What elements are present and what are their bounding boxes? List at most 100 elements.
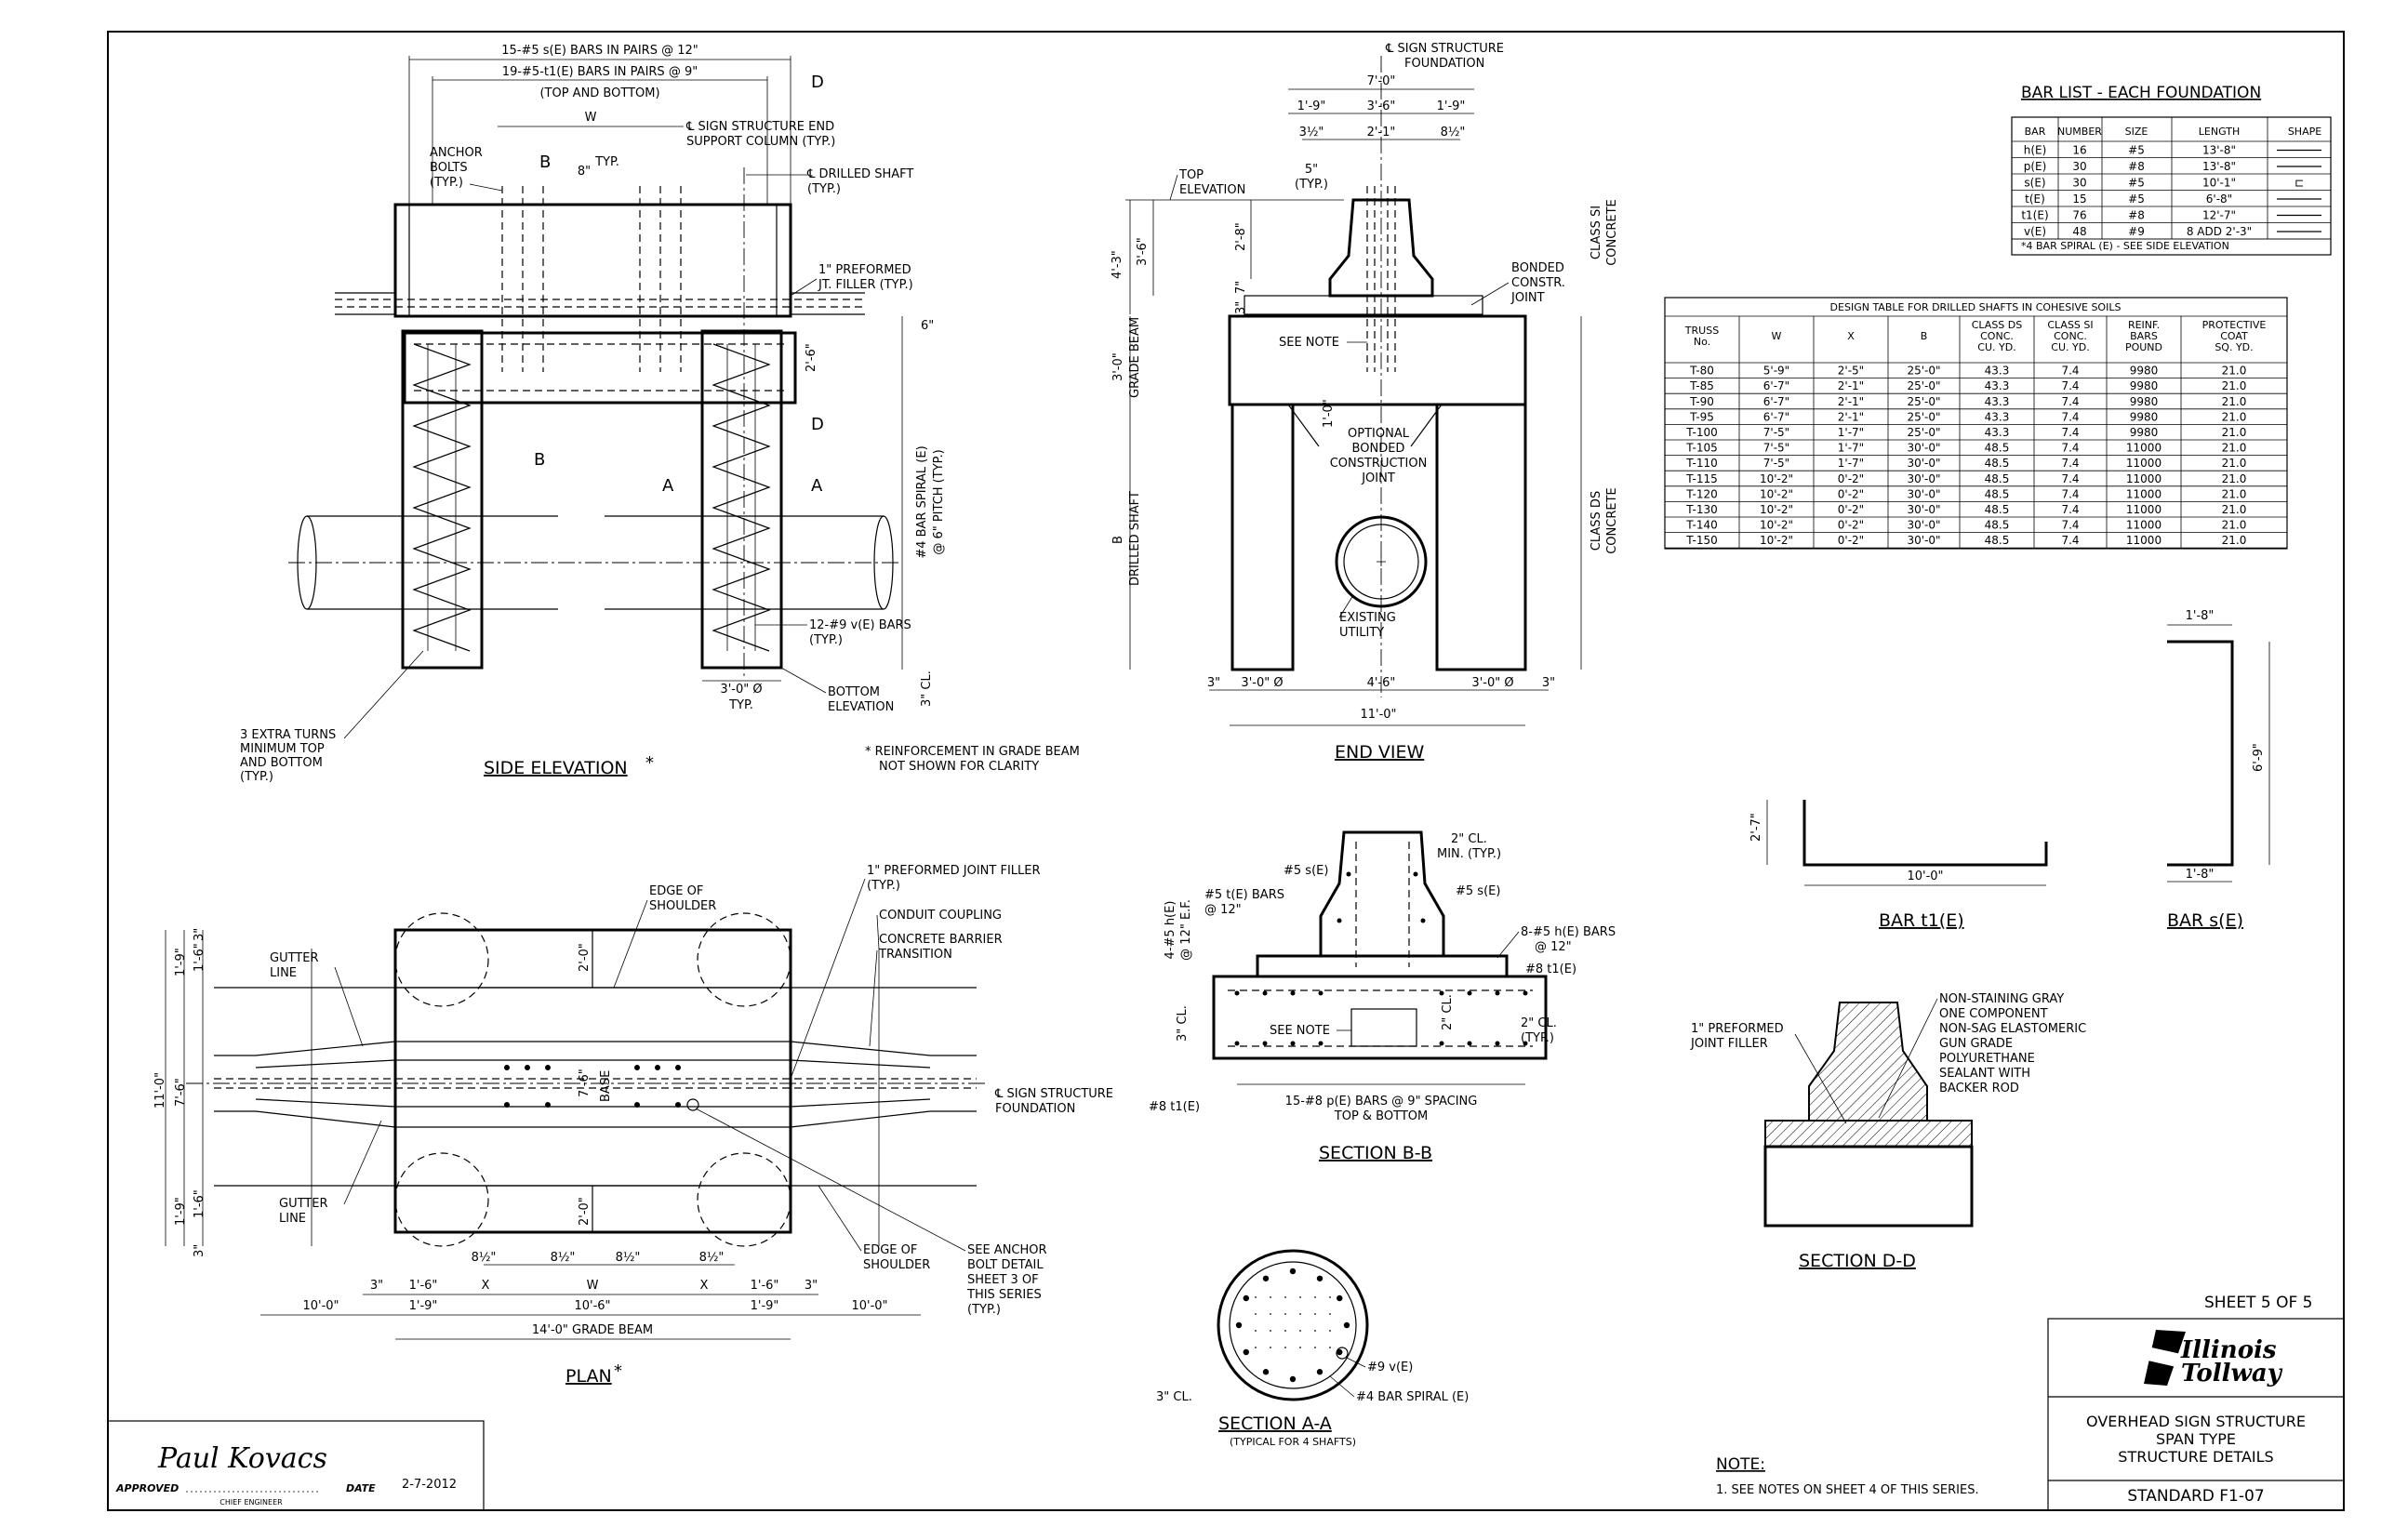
plan-row2-3: 10'-6"	[574, 1299, 610, 1313]
approval-date: 2-7-2012	[402, 1478, 457, 1492]
design-table-cell: 11000	[2126, 519, 2162, 532]
reinf-note-2: NOT SHOWN FOR CLARITY	[879, 760, 1039, 774]
aa-v-bar-dot	[1262, 1369, 1270, 1375]
see-anchor-5: (TYP.)	[967, 1303, 1001, 1317]
aa-spiral: #4 BAR SPIRAL (E)	[1356, 1390, 1469, 1404]
design-table-cell: 7.4	[2061, 519, 2079, 532]
design-table-cell: 1'-7"	[1838, 426, 1864, 439]
design-table-cell: 25'-0"	[1907, 379, 1940, 392]
bar-spiral-2: @ 6" PITCH (TYP.)	[932, 449, 946, 554]
conduit-coupling: CONDUIT COUPLING	[879, 909, 1002, 923]
note-text: 1. SEE NOTES ON SHEET 4 OF THIS SERIES.	[1716, 1483, 1979, 1497]
cl-end-column-2: SUPPORT COLUMN (TYP.)	[686, 135, 835, 149]
class-ds-2: CONCRETE	[1605, 487, 1619, 554]
bar-list-cell: 13'-8"	[2202, 160, 2236, 173]
plan-left-dim-1: 1'-9"	[174, 948, 188, 976]
bottom-dim-4: 3'-0" Ø	[1471, 676, 1513, 690]
plan-row1-2: 1'-6"	[409, 1279, 438, 1293]
design-table-cell: 48.5	[1985, 442, 2010, 455]
bottom-dim-5: 3"	[1542, 676, 1555, 690]
bottom-dim-1: 3"	[1207, 676, 1220, 690]
plan-title: PLAN	[565, 1366, 612, 1387]
design-table-cell: T-95	[1689, 410, 1714, 423]
dim-typ: TYP.	[594, 155, 619, 169]
bb-dim-2-cl-b: 2" CL.	[1441, 994, 1455, 1030]
section-mark-d-bottom: D	[811, 415, 824, 434]
design-table-cell: 48.5	[1985, 457, 2010, 470]
dd-sealant-3: NON-SAG ELASTOMERIC	[1939, 1022, 2086, 1036]
design-table-cell: 2'-1"	[1838, 395, 1864, 408]
aa-concrete-stipple	[1329, 1296, 1331, 1298]
design-table-cell: 21.0	[2222, 426, 2247, 439]
dim-shaft-dia: 3'-0" Ø	[720, 683, 762, 697]
dim-5: 5"	[1305, 163, 1318, 177]
title-block: SHEET 5 OF 5 Illinois Tollway OVERHEAD S…	[2047, 1294, 2345, 1511]
design-table-cell: 21.0	[2222, 487, 2247, 500]
cl-foundation-2: FOUNDATION	[1404, 57, 1484, 71]
aa-v-bar-dot	[1243, 1348, 1249, 1356]
design-table-cell: 21.0	[2222, 410, 2247, 423]
design-table-header: CONC.	[1980, 330, 2014, 342]
design-table-cell: 25'-0"	[1907, 426, 1940, 439]
design-table-cell: 6'-7"	[1763, 379, 1789, 392]
bar-list-cell: 8 ADD 2'-3"	[2187, 225, 2252, 238]
plan-dim-7-6c: 7'-6"	[578, 1069, 592, 1097]
design-table-cell: T-120	[1685, 487, 1717, 500]
bar-list-cell: 13'-8"	[2202, 144, 2236, 157]
design-table-cell: 48.5	[1985, 487, 2010, 500]
aa-concrete-stipple	[1314, 1296, 1316, 1298]
top-elev-1: TOP	[1178, 168, 1204, 182]
top-elev-2: ELEVATION	[1179, 183, 1245, 197]
sheet-border	[107, 31, 2345, 1511]
sheet-title-2: SPAN TYPE	[2156, 1430, 2236, 1448]
design-table-cell: T-140	[1685, 519, 1717, 532]
design-table-cell: 30'-0"	[1907, 457, 1940, 470]
aa-concrete-stipple	[1255, 1296, 1257, 1298]
design-table-cell: 7'-5"	[1763, 457, 1789, 470]
dim-top-bottom: (TOP AND BOTTOM)	[539, 86, 659, 100]
design-table-cell: 11000	[2126, 487, 2162, 500]
design-table-header: CONC.	[2054, 330, 2087, 342]
bar-list-cell: 15	[2072, 192, 2086, 206]
joint-filler-1: 1" PREFORMED	[818, 263, 911, 277]
aa-v-bar-dot	[1289, 1375, 1297, 1383]
design-table-cell: T-105	[1685, 442, 1717, 455]
approved-label: APPROVED	[115, 1482, 179, 1494]
bb-dim-2-cl-c: 2" CL.	[1521, 1016, 1557, 1030]
aa-v-bar-dot	[1316, 1275, 1324, 1281]
bar-list-header-shape: SHAPE	[2288, 126, 2321, 138]
bar-list-cell: 16	[2072, 144, 2086, 157]
bar-list-cell: #8	[2128, 160, 2145, 173]
bar-list-table: BAR LIST - EACH FOUNDATION BAR NUMBER SI…	[2011, 84, 2332, 256]
design-table-cell: 21.0	[2222, 519, 2247, 532]
dim-6: 6"	[921, 319, 934, 333]
dim-1-9b: 1'-9"	[1437, 100, 1466, 113]
logo-line-1: Illinois	[2180, 1336, 2277, 1364]
bar-list-cell: 48	[2072, 225, 2086, 238]
design-table-cell: T-150	[1685, 534, 1717, 547]
aa-concrete-stipple	[1299, 1330, 1301, 1332]
section-bb-rebar-dots	[1234, 871, 1528, 1046]
plan-left-dim-5: 1'-9"	[174, 1197, 188, 1226]
side-elevation-title-mark: *	[645, 753, 654, 773]
dd-sealant-2: ONE COMPONENT	[1939, 1007, 2048, 1021]
bar-list-footnote: *4 BAR SPIRAL (E) - SEE SIDE ELEVATION	[2021, 240, 2229, 252]
approval-signature: Paul Kovacs	[157, 1442, 327, 1475]
plan-dim-8-5-3: 8½"	[616, 1251, 641, 1265]
design-table-cell: 21.0	[2222, 395, 2247, 408]
design-table-header: No.	[1694, 336, 1710, 348]
design-table-cell: 48.5	[1985, 519, 2010, 532]
dim-s-bars: 15-#5 s(E) BARS IN PAIRS @ 12"	[501, 44, 698, 58]
design-table-cell: 1'-7"	[1838, 442, 1864, 455]
bar-s-dim-right: 6'-9"	[2252, 743, 2266, 772]
design-table-header: COAT	[2220, 330, 2248, 342]
design-table-cell: 7.4	[2061, 503, 2079, 516]
bar-list-header-length: LENGTH	[2199, 126, 2240, 138]
gutter-bottom-2: LINE	[279, 1212, 306, 1226]
bb-h-bars-left-2: @ 12" E.F.	[1179, 899, 1193, 961]
see-anchor-2: BOLT DETAIL	[967, 1258, 1044, 1272]
plan-left-dim-8: 3"	[193, 1244, 206, 1257]
design-table-cell: 25'-0"	[1907, 410, 1940, 423]
bar-list-cell: 30	[2072, 177, 2086, 190]
design-table-cell: 10'-2"	[1760, 519, 1793, 532]
